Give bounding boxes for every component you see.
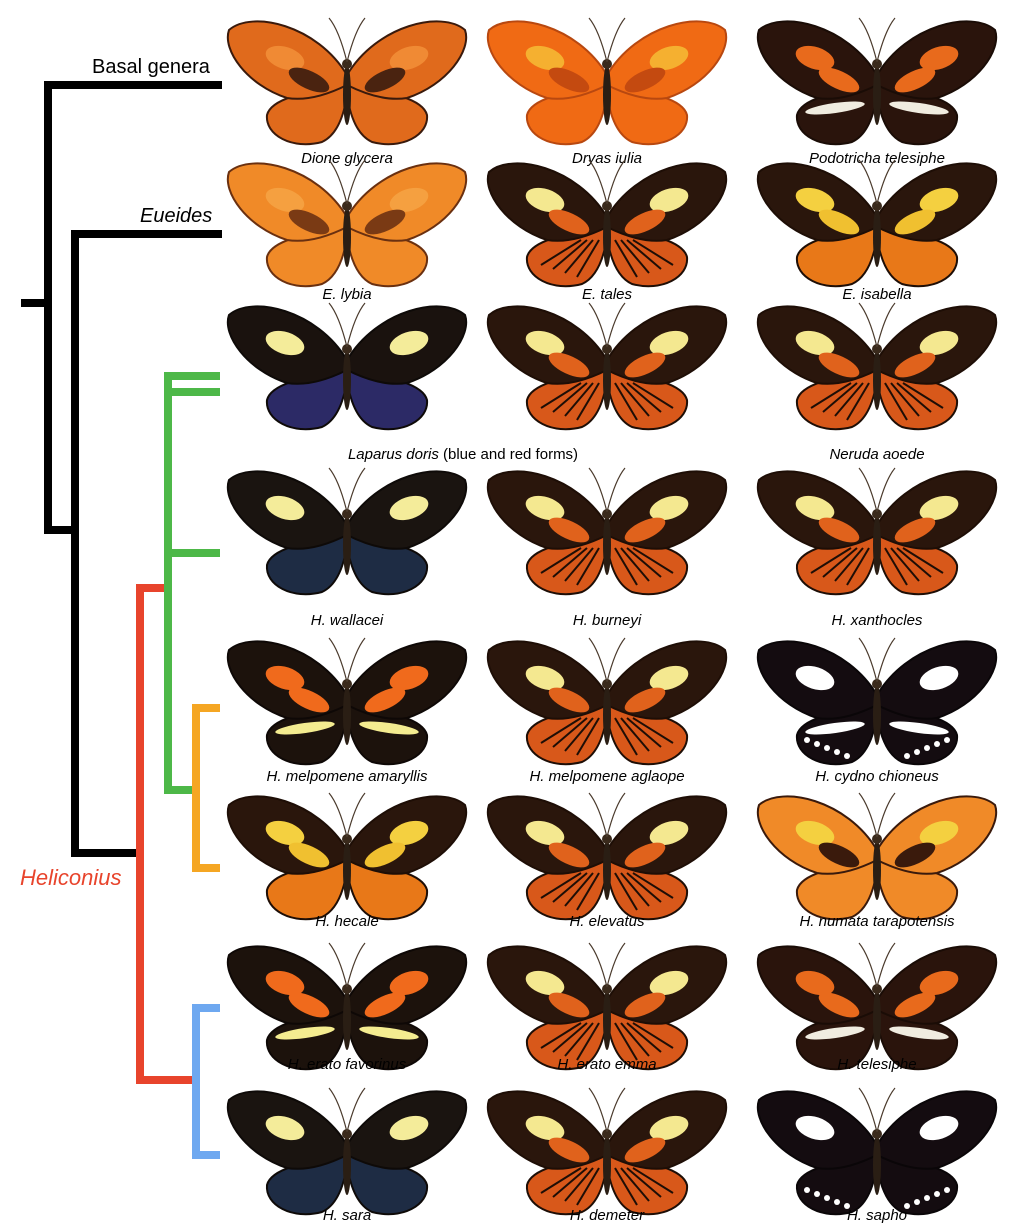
margin-spot [914, 749, 920, 755]
body [873, 685, 881, 745]
species-name: H. erato emma [557, 1056, 656, 1073]
clade-label-heliconius: Heliconius [20, 865, 122, 891]
margin-spot [824, 1195, 830, 1201]
body [873, 990, 881, 1050]
butterfly-image [747, 1075, 1007, 1225]
margin-spot [844, 753, 850, 759]
butterfly-image [747, 455, 1007, 605]
species-caption: H. erato favorinus [288, 1056, 406, 1073]
body [873, 207, 881, 267]
margin-spot [934, 1191, 940, 1197]
body [873, 515, 881, 575]
butterfly-image [217, 5, 477, 155]
species-caption: H. elevatus [569, 913, 644, 930]
margin-spot [934, 741, 940, 747]
body [343, 990, 351, 1050]
body [343, 65, 351, 125]
margin-spot [944, 1187, 950, 1193]
species-caption: H. erato emma [557, 1056, 656, 1073]
species-caption: H. demeter [570, 1207, 644, 1224]
body [343, 840, 351, 900]
butterfly-image [747, 780, 1007, 930]
body [603, 990, 611, 1050]
species-name: H. sara [323, 1207, 371, 1224]
species-name: H. hecale [315, 913, 378, 930]
butterfly-image [747, 290, 1007, 440]
species-caption: H. sapho [847, 1207, 907, 1224]
body [343, 350, 351, 410]
margin-spot [904, 753, 910, 759]
body [603, 685, 611, 745]
margin-spot [814, 1191, 820, 1197]
body [873, 1135, 881, 1195]
margin-spot [804, 737, 810, 743]
body [603, 65, 611, 125]
margin-spot [804, 1187, 810, 1193]
species-name: H. numata tarapotensis [799, 913, 954, 930]
body [873, 65, 881, 125]
species-caption: H. hecale [315, 913, 378, 930]
body [603, 207, 611, 267]
species-caption: H. numata tarapotensis [799, 913, 954, 930]
body [873, 840, 881, 900]
butterfly-image [217, 290, 477, 440]
butterfly-image [217, 1075, 477, 1225]
butterfly-image [747, 625, 1007, 775]
margin-spot [824, 745, 830, 751]
butterfly-image [217, 780, 477, 930]
body [603, 840, 611, 900]
body [343, 515, 351, 575]
body [873, 350, 881, 410]
margin-spot [924, 1195, 930, 1201]
butterfly-image [217, 147, 477, 297]
species-name: H. erato favorinus [288, 1056, 406, 1073]
species-caption: H. sara [323, 1207, 371, 1224]
species-name: H. sapho [847, 1207, 907, 1224]
butterfly-image [217, 455, 477, 605]
body [343, 1135, 351, 1195]
body [603, 1135, 611, 1195]
butterfly-image [477, 147, 737, 297]
butterfly-image [747, 147, 1007, 297]
butterfly-image [477, 625, 737, 775]
body [343, 207, 351, 267]
margin-spot [914, 1199, 920, 1205]
butterfly-image [747, 5, 1007, 155]
body [343, 685, 351, 745]
butterfly-image [477, 1075, 737, 1225]
body [603, 515, 611, 575]
butterfly-image [477, 5, 737, 155]
species-name: H. demeter [570, 1207, 644, 1224]
butterfly-image [477, 455, 737, 605]
margin-spot [834, 749, 840, 755]
species-name: H. elevatus [569, 913, 644, 930]
species-caption: H. telesiphe [837, 1056, 916, 1073]
clade-label-eueides: Eueides [140, 205, 212, 228]
butterfly-image [477, 780, 737, 930]
butterfly-image [477, 290, 737, 440]
clade-label-basal-genera: Basal genera [92, 56, 210, 79]
species-name: H. telesiphe [837, 1056, 916, 1073]
margin-spot [944, 737, 950, 743]
margin-spot [924, 745, 930, 751]
butterfly-image [217, 625, 477, 775]
margin-spot [834, 1199, 840, 1205]
phylogenetic-tree [0, 0, 230, 1231]
margin-spot [814, 741, 820, 747]
body [603, 350, 611, 410]
